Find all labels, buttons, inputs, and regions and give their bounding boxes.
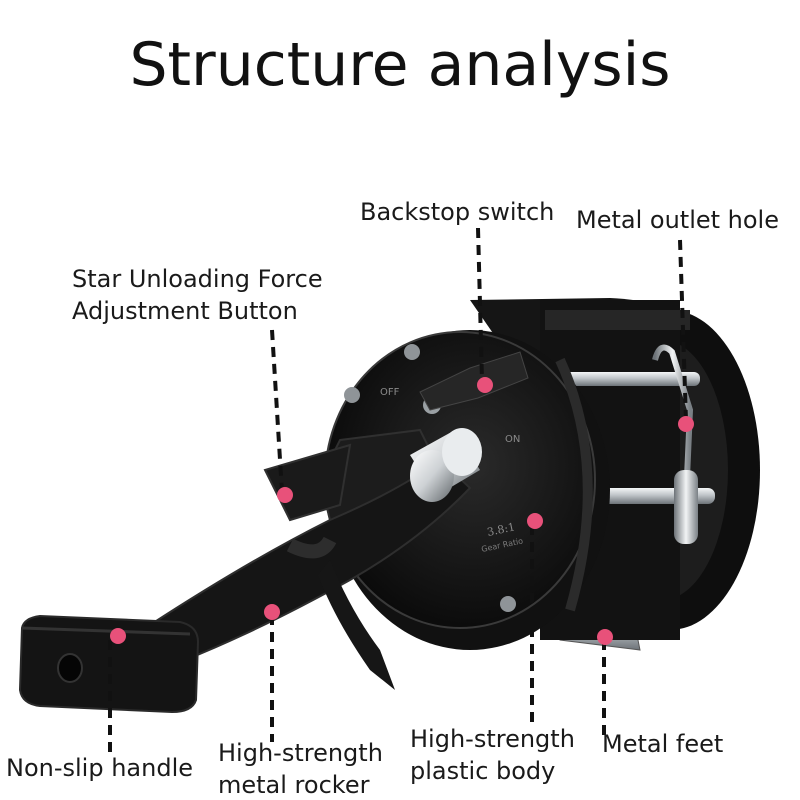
label-plastic-body-line2: plastic body	[410, 757, 556, 785]
on-marking: ON	[505, 434, 520, 445]
label-star-drag-line1: Star Unloading Force	[72, 265, 323, 293]
page-title: Structure analysis	[129, 30, 671, 100]
marker-star	[277, 487, 293, 503]
marker-outlet	[678, 416, 694, 432]
ratio-marking: 3.8:1	[486, 520, 516, 539]
label-plastic-body: High-strength plastic body	[410, 723, 575, 787]
label-plastic-body-line1: High-strength	[410, 725, 575, 753]
backstop-switch	[419, 351, 529, 411]
metal-rocker	[148, 458, 472, 690]
leader-lines	[108, 227, 688, 755]
label-metal-rocker: High-strength metal rocker	[218, 737, 383, 800]
label-backstop-switch: Backstop switch	[360, 198, 555, 226]
metal-outlet-hole	[652, 344, 698, 544]
label-metal-outlet-hole: Metal outlet hole	[576, 206, 779, 234]
label-star-drag: Star Unloading Force Adjustment Button	[72, 263, 323, 327]
off-marking: OFF	[380, 387, 400, 398]
marker-handle	[110, 628, 126, 644]
label-metal-feet: Metal feet	[602, 730, 724, 758]
marker-feet	[597, 629, 613, 645]
label-star-drag-line2: Adjustment Button	[72, 297, 298, 325]
label-metal-rocker-line2: metal rocker	[218, 771, 370, 799]
leader-backstop	[476, 227, 484, 381]
marker-backstop	[477, 377, 493, 393]
label-non-slip-handle: Non-slip handle	[6, 754, 194, 782]
marker-dots	[110, 377, 694, 645]
marker-rocker	[264, 604, 280, 620]
chrome-knob	[410, 428, 482, 502]
marker-body	[527, 513, 543, 529]
label-metal-rocker-line1: High-strength	[218, 739, 383, 767]
leader-outlet	[678, 239, 688, 421]
